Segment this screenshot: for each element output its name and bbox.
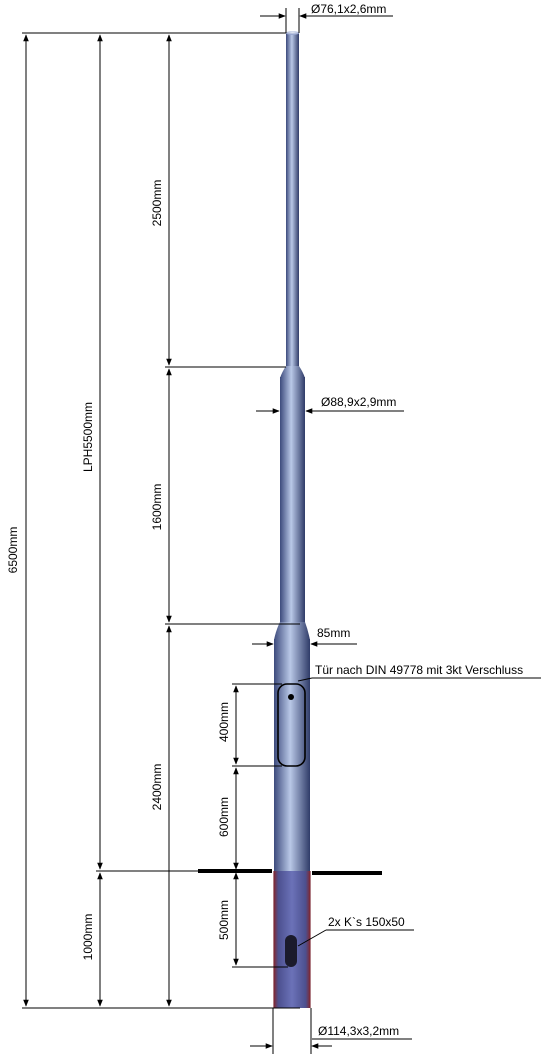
pole-top-segment [286,33,299,368]
label-embed: 1000mm [81,914,95,961]
label-top-diameter: Ø76,1x2,6mm [311,2,386,16]
label-bottom-diameter: Ø114,3x3,2mm [318,1024,399,1038]
cable-entry [285,935,297,967]
pole-shoulder-upper [280,366,305,378]
label-door-note: Tür nach DIN 49778 mit 3kt Verschluss [315,663,523,677]
service-door [277,683,306,767]
label-seg-mid: 1600mm [150,484,164,531]
pole-middle-segment [280,377,305,623]
label-seg-top: 2500mm [150,180,164,227]
dimension-labels: Ø76,1x2,6mm Ø88,9x2,9mm 85mm Tür nach DI… [6,2,523,1038]
pole [273,31,311,1008]
label-mid-diameter: Ø88,9x2,9mm [321,395,396,409]
pole-shoulder-lower [274,622,310,640]
pole-top-cap [286,31,299,35]
label-door-offset: 600mm [217,797,231,837]
door-lock [288,694,294,700]
label-cable-note: 2x K`s 150x50 [328,915,405,929]
pole-lower-segment [274,639,310,871]
label-seg-low: 2400mm [150,764,164,811]
label-shoulder: 85mm [317,626,350,640]
dimension-lines [22,8,541,1054]
label-lph: LPH5500mm [81,402,95,472]
label-total-height: 6500mm [6,527,20,574]
label-cable-offset: 500mm [217,900,231,940]
label-door-height: 400mm [217,702,231,742]
